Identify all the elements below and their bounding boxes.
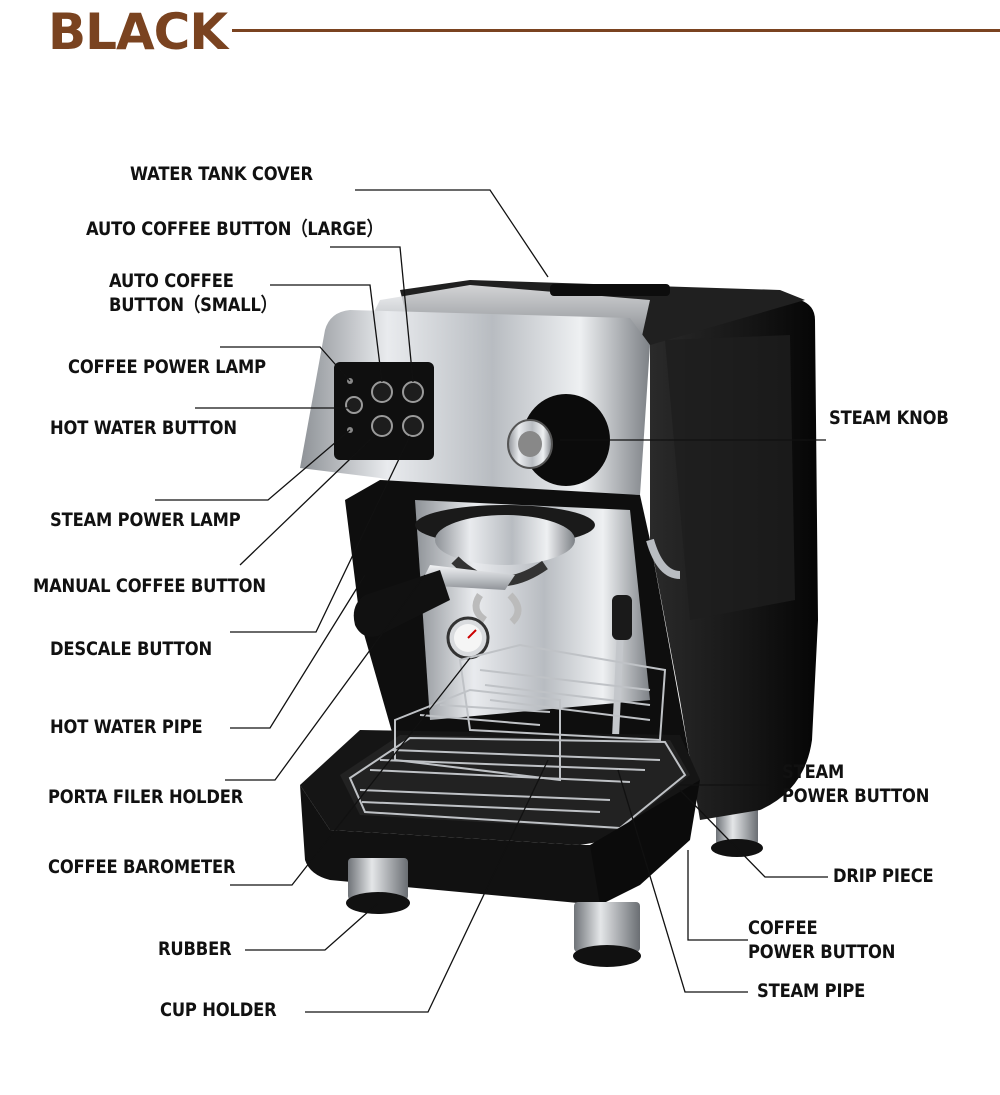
hot-water-pipe (646, 538, 681, 579)
label-hot-water-pipe: HOT WATER PIPE (50, 716, 203, 738)
label-steam-knob: STEAM KNOB (829, 407, 949, 429)
label-porta-filer-holder: PORTA FILER HOLDER (48, 786, 244, 808)
label-coffee-power-lamp: COFFEE POWER LAMP (68, 356, 266, 378)
label-coffee-power-button-line1: COFFEE (748, 917, 818, 939)
leader-auto-coffee-large (330, 246, 414, 383)
label-cup-holder: CUP HOLDER (160, 999, 277, 1021)
label-steam-pipe: STEAM PIPE (757, 980, 866, 1002)
label-auto-coffee-large: AUTO COFFEE BUTTON（LARGE） (86, 218, 383, 240)
machine-illustration (300, 280, 818, 967)
leader-manual-coffee-button (239, 434, 376, 566)
leader-steam-power-lamp (155, 429, 351, 501)
descale-btn (402, 415, 424, 437)
label-rubber: RUBBER (158, 938, 232, 960)
label-coffee-barometer: COFFEE BAROMETER (48, 856, 236, 878)
auto-coffee-large-btn (402, 381, 424, 403)
foot-front-right (574, 902, 640, 952)
group-head (435, 515, 575, 565)
leader-coffee-power-button (687, 850, 748, 941)
leader-rubber (245, 902, 379, 951)
label-hot-water-button: HOT WATER BUTTON (50, 417, 237, 439)
cup-holder (348, 643, 687, 830)
leader-auto-coffee-small (270, 284, 383, 383)
leader-coffee-barometer (230, 657, 471, 886)
leader-cup-holder (305, 759, 549, 1013)
label-coffee-power-button-line2: POWER BUTTON (748, 941, 896, 963)
manual-coffee-btn (371, 415, 393, 437)
label-auto-coffee-small-line1: AUTO COFFEE (109, 270, 234, 292)
label-drip-piece: DRIP PIECE (833, 865, 934, 887)
foot-front-left (348, 858, 408, 900)
label-water-tank-cover: WATER TANK COVER (130, 163, 313, 185)
title-rule (232, 29, 1000, 32)
auto-coffee-small-btn (371, 381, 393, 403)
page-title: BLACK (48, 3, 228, 61)
leader-porta-filer-holder (225, 574, 426, 781)
leader-lines (155, 189, 828, 1013)
label-manual-coffee-button: MANUAL COFFEE BUTTON (33, 575, 266, 597)
label-steam-power-button-line2: POWER BUTTON (782, 785, 930, 807)
leader-hot-water-pipe (230, 574, 366, 729)
label-steam-power-button-line1: STEAM (782, 761, 845, 783)
leader-coffee-power-lamp (220, 346, 351, 382)
leader-drip-piece (679, 789, 828, 878)
label-steam-power-lamp: STEAM POWER LAMP (50, 509, 241, 531)
leader-water-tank-cover (355, 189, 549, 278)
leader-descale-button (230, 435, 411, 633)
label-auto-coffee-small-line2: BUTTON（SMALL） (109, 294, 277, 316)
leader-steam-pipe (617, 769, 748, 993)
hot-water-btn (345, 396, 363, 414)
portafilter-handle (353, 570, 450, 637)
rubber-front-right (573, 945, 641, 967)
label-descale-button: DESCALE BUTTON (50, 638, 212, 660)
